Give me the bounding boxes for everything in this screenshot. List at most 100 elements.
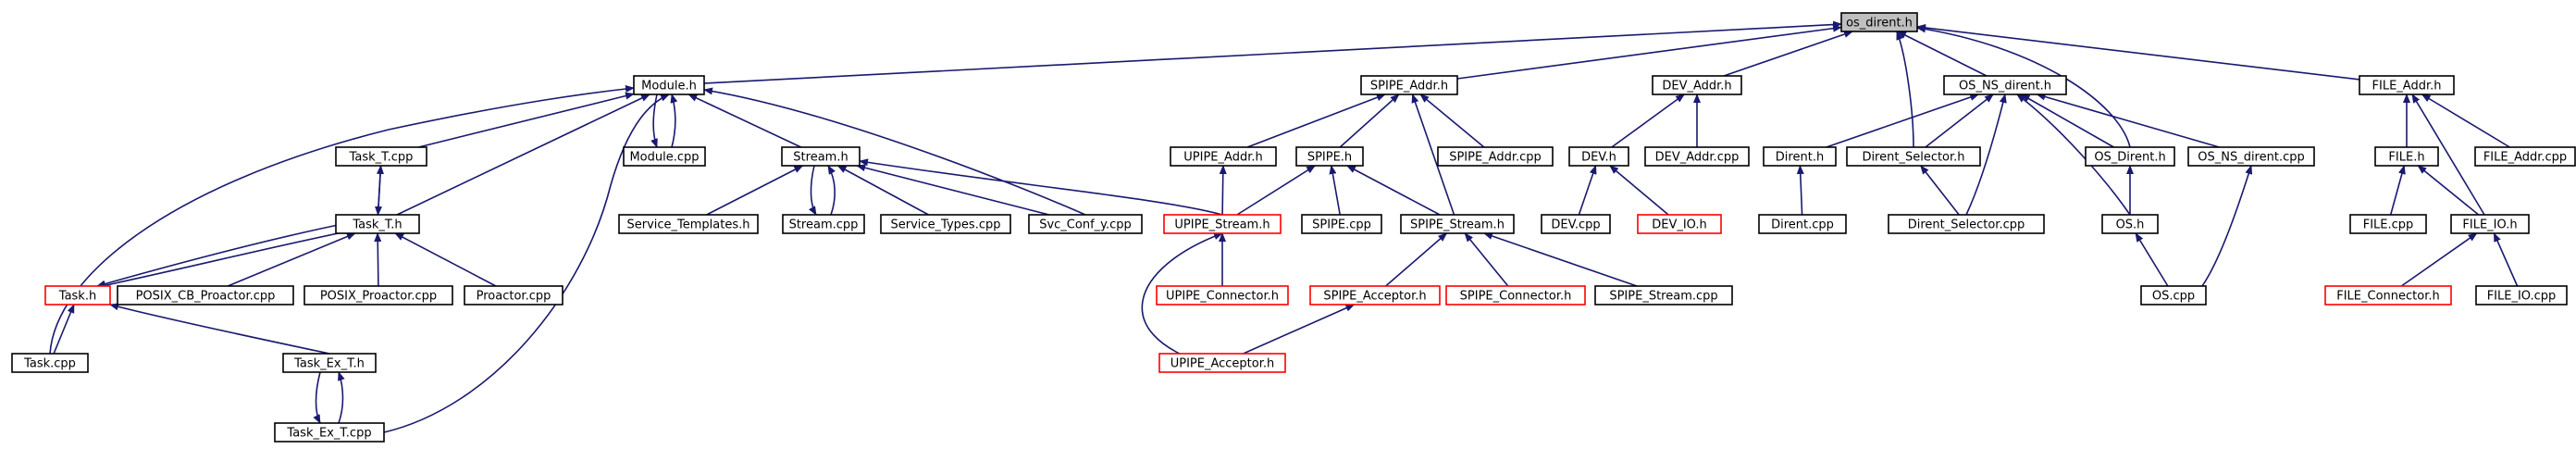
node-spipe-stream-h[interactable]: SPIPE_Stream.h bbox=[1400, 214, 1515, 234]
node-dev-addr-cpp[interactable]: DEV_Addr.cpp bbox=[1644, 146, 1750, 167]
node-label: Dirent.h bbox=[1776, 151, 1824, 165]
node-file-addr-h[interactable]: FILE_Addr.h bbox=[2359, 75, 2455, 95]
node-service-types-cpp[interactable]: Service_Types.cpp bbox=[880, 214, 1011, 234]
node-posix-proactor-cpp[interactable]: POSIX_Proactor.cpp bbox=[303, 285, 453, 306]
node-module-h[interactable]: Module.h bbox=[633, 75, 705, 95]
node-proactor-cpp[interactable]: Proactor.cpp bbox=[464, 285, 564, 306]
node-os-dirent-h[interactable]: os_dirent.h bbox=[1840, 12, 1918, 32]
node-dirent-h[interactable]: Dirent.h bbox=[1763, 146, 1837, 167]
node-label: SPIPE_Stream.cpp bbox=[1609, 290, 1717, 304]
node-module-cpp[interactable]: Module.cpp bbox=[623, 146, 706, 167]
node-stream-cpp[interactable]: Stream.cpp bbox=[782, 214, 865, 234]
node-label: SPIPE.h bbox=[1307, 151, 1352, 165]
node-task-cpp[interactable]: Task.cpp bbox=[11, 353, 89, 373]
node-spipe-addr-h[interactable]: SPIPE_Addr.h bbox=[1360, 75, 1458, 95]
node-os-h[interactable]: OS.h bbox=[2101, 214, 2159, 234]
edge-dev-io-h-to-dev-h bbox=[1609, 165, 1669, 216]
node-label: OS.cpp bbox=[2152, 290, 2195, 304]
node-task-ex-t-h[interactable]: Task_Ex_T.h bbox=[282, 353, 377, 373]
node-task-t-cpp[interactable]: Task_T.cpp bbox=[335, 146, 427, 167]
node-dirent-cpp[interactable]: Dirent.cpp bbox=[1758, 214, 1847, 234]
node-file-h[interactable]: FILE.h bbox=[2374, 146, 2439, 167]
node-box bbox=[1170, 146, 1277, 167]
node-file-io-h[interactable]: FILE_IO.h bbox=[2450, 214, 2530, 234]
node-spipe-connector-h[interactable]: SPIPE_Connector.h bbox=[1445, 285, 1586, 306]
node-label: OS.h bbox=[2116, 218, 2145, 232]
node-box bbox=[633, 75, 705, 95]
node-box bbox=[303, 285, 453, 306]
edge-svc-conf-y-cpp-to-module-h bbox=[703, 87, 1086, 216]
node-label: FILE_Connector.h bbox=[2336, 290, 2440, 304]
node-spipe-cpp[interactable]: SPIPE.cpp bbox=[1301, 214, 1382, 234]
node-os-cpp[interactable]: OS.cpp bbox=[2140, 285, 2207, 306]
node-file-cpp[interactable]: FILE.cpp bbox=[2349, 214, 2427, 234]
node-service-templates-h[interactable]: Service_Templates.h bbox=[618, 214, 759, 234]
node-box bbox=[1445, 285, 1586, 306]
edge-module-cpp-to-module-h bbox=[670, 94, 678, 148]
node-box bbox=[2374, 146, 2439, 167]
edge-file-cpp-to-file-h bbox=[2389, 165, 2406, 216]
node-svc-conf-y-cpp[interactable]: Svc_Conf_y.cpp bbox=[1028, 214, 1143, 234]
edge-file-connector-h-to-file-io-h bbox=[2400, 232, 2478, 287]
edge-dev-addr-h-to-os-dirent-h bbox=[1723, 31, 1853, 77]
node-box bbox=[1568, 146, 1629, 167]
node-label: OS_NS_dirent.cpp bbox=[2198, 151, 2305, 165]
node-file-io-cpp[interactable]: FILE_IO.cpp bbox=[2475, 285, 2568, 306]
node-box bbox=[2140, 285, 2207, 306]
node-label: Proactor.cpp bbox=[477, 290, 551, 304]
node-spipe-acceptor-h[interactable]: SPIPE_Acceptor.h bbox=[1309, 285, 1441, 306]
edge-spipe-addr-h-to-os-dirent-h bbox=[1456, 24, 1842, 80]
node-upipe-stream-h[interactable]: UPIPE_Stream.h bbox=[1163, 214, 1282, 234]
node-dev-addr-h[interactable]: DEV_Addr.h bbox=[1652, 75, 1742, 95]
edge-upipe-stream-h-to-upipe-addr-h bbox=[1219, 165, 1227, 216]
node-upipe-connector-h[interactable]: UPIPE_Connector.h bbox=[1156, 285, 1289, 306]
edge-task-ex-t-cpp-to-task-ex-t-h bbox=[338, 371, 345, 424]
node-spipe-stream-cpp[interactable]: SPIPE_Stream.cpp bbox=[1594, 285, 1733, 306]
edge-os-h-to-os-ns-dirent-h bbox=[2016, 94, 2131, 216]
node-label: Stream.cpp bbox=[789, 218, 859, 232]
edge-task-ex-t-h-to-task-ex-t-cpp bbox=[313, 371, 321, 424]
edge-dirent-h-to-os-ns-dirent-h bbox=[1826, 94, 1980, 148]
node-os-ns-dirent-cpp[interactable]: OS_NS_dirent.cpp bbox=[2187, 146, 2315, 167]
node-box bbox=[1943, 75, 2067, 95]
node-task-ex-t-cpp[interactable]: Task_Ex_T.cpp bbox=[274, 422, 385, 443]
node-dev-cpp[interactable]: DEV.cpp bbox=[1541, 214, 1611, 234]
node-dirent-selector-cpp[interactable]: Dirent_Selector.cpp bbox=[1888, 214, 2045, 234]
node-box bbox=[2475, 285, 2568, 306]
node-file-connector-h[interactable]: FILE_Connector.h bbox=[2324, 285, 2452, 306]
node-upipe-addr-h[interactable]: UPIPE_Addr.h bbox=[1170, 146, 1277, 167]
node-box bbox=[880, 214, 1011, 234]
node-label: UPIPE_Connector.h bbox=[1166, 290, 1279, 304]
node-spipe-addr-cpp[interactable]: SPIPE_Addr.cpp bbox=[1437, 146, 1554, 167]
node-os-dirent-h2[interactable]: OS_Dirent.h bbox=[2085, 146, 2175, 167]
node-task-t-h[interactable]: Task_T.h bbox=[335, 214, 420, 234]
node-box bbox=[2101, 214, 2159, 234]
node-box bbox=[1158, 353, 1286, 373]
node-posix-cb-proactor-cpp[interactable]: POSIX_CB_Proactor.cpp bbox=[117, 285, 294, 306]
node-file-addr-cpp[interactable]: FILE_Addr.cpp bbox=[2474, 146, 2576, 167]
node-box bbox=[2324, 285, 2452, 306]
edge-spipe-addr-cpp-to-spipe-addr-h bbox=[1419, 94, 1485, 148]
node-label: DEV.cpp bbox=[1551, 218, 1600, 232]
node-dev-h[interactable]: DEV.h bbox=[1568, 146, 1629, 167]
node-box bbox=[117, 285, 294, 306]
node-box bbox=[1028, 214, 1143, 234]
node-dev-io-h[interactable]: DEV_IO.h bbox=[1637, 214, 1722, 234]
node-label: Svc_Conf_y.cpp bbox=[1039, 218, 1132, 232]
edge-file-io-h-to-file-h bbox=[2417, 165, 2480, 216]
node-label: FILE.cpp bbox=[2363, 218, 2414, 232]
node-dirent-selector-h[interactable]: Dirent_Selector.h bbox=[1846, 146, 1981, 167]
node-spipe-h[interactable]: SPIPE.h bbox=[1295, 146, 1364, 167]
node-label: SPIPE_Connector.h bbox=[1460, 290, 1572, 304]
node-stream-h[interactable]: Stream.h bbox=[781, 146, 861, 167]
node-label: Task.h bbox=[58, 290, 96, 304]
edge-spipe-h-to-spipe-addr-h bbox=[1339, 94, 1400, 148]
node-label: UPIPE_Addr.h bbox=[1183, 151, 1262, 165]
node-task-h[interactable]: Task.h bbox=[44, 285, 111, 306]
node-upipe-acceptor-h[interactable]: UPIPE_Acceptor.h bbox=[1158, 353, 1286, 373]
node-box bbox=[335, 214, 420, 234]
node-os-ns-dirent-h[interactable]: OS_NS_dirent.h bbox=[1943, 75, 2067, 95]
node-label: Module.cpp bbox=[629, 151, 699, 165]
